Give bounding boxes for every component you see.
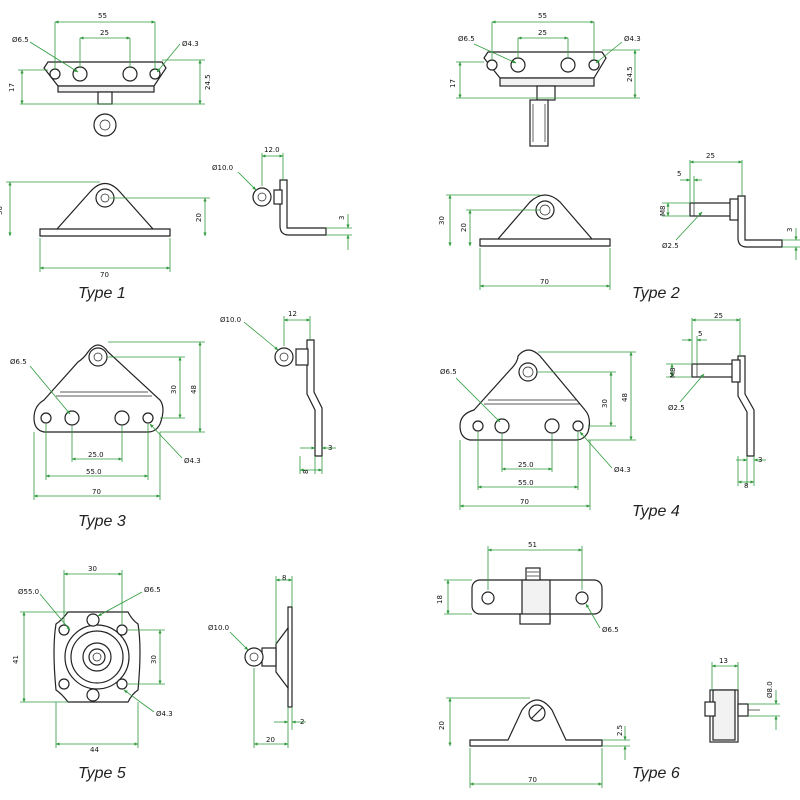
dim-text: 2.5 xyxy=(616,725,624,736)
dim-text: Ø10.0 xyxy=(212,164,233,172)
dim-text: 8 xyxy=(302,470,310,474)
type-3-group: Ø6.5 30 48 25.0 55.0 Ø4.3 70 12 Ø10.0 xyxy=(10,310,336,530)
type-5-side-view: 8 Ø10.0 2 20 xyxy=(208,574,306,748)
dim-text: Ø10.0 xyxy=(208,624,229,632)
dim-text: Ø6.5 xyxy=(10,358,27,366)
dim-text: M8 xyxy=(669,368,677,379)
dim-text: Ø6.5 xyxy=(440,368,457,376)
dim-text: Ø6.5 xyxy=(12,36,29,44)
dim-text: 51 xyxy=(528,541,537,549)
dim-text: 70 xyxy=(100,271,109,279)
dim-text: 3 xyxy=(786,228,794,232)
dim-text: 48 xyxy=(621,393,629,402)
type-4-plate: Ø6.5 30 48 25.0 55.0 Ø4.3 70 xyxy=(440,349,636,510)
type-1-side-view: 12.0 Ø10.0 3 xyxy=(212,146,352,250)
type-6-front-view: 20 2.5 70 xyxy=(438,697,630,788)
dim-text: 2 xyxy=(300,718,304,726)
dim-text: 70 xyxy=(528,776,537,784)
dim-text: 18 xyxy=(436,595,444,604)
dim-text: 30 xyxy=(0,206,4,215)
type-2-side-view: 25 5 M8 Ø2.5 3 xyxy=(659,152,800,260)
type-2-front-view: 30 20 70 xyxy=(438,194,611,290)
dim-text: Ø4.3 xyxy=(614,466,631,474)
dim-text: 30 xyxy=(601,399,609,408)
dim-text: 5 xyxy=(698,330,702,338)
dim-text: 24.5 xyxy=(204,74,212,90)
dim-text: 20 xyxy=(438,721,446,730)
dim-text: 25 xyxy=(706,152,715,160)
dim-text: Ø6.5 xyxy=(144,586,161,594)
dim-text: 20 xyxy=(460,223,468,232)
dim-text: 8 xyxy=(744,482,748,490)
type-4-label: Type 4 xyxy=(632,503,680,520)
dim-text: 25 xyxy=(538,29,547,37)
dim-text: 25 xyxy=(714,312,723,320)
type-5-label: Type 5 xyxy=(78,765,126,782)
dim-text: 20 xyxy=(266,736,275,744)
type-1-front-view: 30 20 70 xyxy=(0,181,210,279)
dim-text: 70 xyxy=(520,498,529,506)
dim-text: 44 xyxy=(90,746,99,754)
dim-text: Ø2.5 xyxy=(668,404,685,412)
dim-text: 30 xyxy=(150,655,158,664)
type-5-group: 30 Ø55.0 Ø6.5 41 30 Ø4.3 44 8 Ø10.0 xyxy=(12,565,306,782)
type-1-group: 55 25 Ø6.5 Ø4.3 17 24.5 30 20 70 xyxy=(0,12,352,302)
type-5-plate: 30 Ø55.0 Ø6.5 41 30 Ø4.3 44 xyxy=(12,565,173,754)
dim-text: 3 xyxy=(328,444,332,452)
dim-text: 30 xyxy=(88,565,97,573)
type-4-side-view: 25 5 M8 Ø2.5 3 8 xyxy=(666,312,766,490)
dim-text: Ø6.5 xyxy=(602,626,619,634)
type-6-group: 51 18 Ø6.5 20 2.5 70 xyxy=(436,541,780,788)
dim-text: 55 xyxy=(98,12,107,20)
type-3-label: Type 3 xyxy=(78,513,126,530)
dim-text: 70 xyxy=(540,278,549,286)
dim-text: 70 xyxy=(92,488,101,496)
dim-text: 17 xyxy=(449,79,457,88)
dim-text: 5 xyxy=(677,170,681,178)
type-3-side-view: 12 Ø10.0 3 8 xyxy=(220,310,336,474)
type-1-top-view: 55 25 Ø6.5 Ø4.3 17 24.5 xyxy=(8,12,212,137)
dim-text: Ø55.0 xyxy=(18,588,39,596)
dim-text: 17 xyxy=(8,83,16,92)
type-3-plate: Ø6.5 30 48 25.0 55.0 Ø4.3 70 xyxy=(10,341,205,500)
type-6-top-view: 51 18 Ø6.5 xyxy=(436,541,619,634)
dim-text: M8 xyxy=(659,206,667,217)
dim-text: 41 xyxy=(12,655,20,664)
dim-text: Ø2.5 xyxy=(662,242,679,250)
type-6-label: Type 6 xyxy=(632,765,680,782)
dim-text: Ø10.0 xyxy=(220,316,241,324)
dim-text: 8 xyxy=(282,574,286,582)
type-2-group: 55 25 Ø6.5 Ø4.3 17 24.5 30 20 70 xyxy=(438,12,800,302)
dim-text: 25.0 xyxy=(88,451,104,459)
dim-text: Ø8.0 xyxy=(766,681,774,698)
dim-text: 48 xyxy=(190,385,198,394)
dim-text: Ø6.5 xyxy=(458,35,475,43)
dim-text: Ø4.3 xyxy=(156,710,173,718)
dim-text: 55.0 xyxy=(86,468,102,476)
dim-text: 25 xyxy=(100,29,109,37)
type-2-top-view: 55 25 Ø6.5 Ø4.3 17 24.5 xyxy=(449,12,641,147)
dim-text: Ø4.3 xyxy=(182,40,199,48)
dim-text: 3 xyxy=(758,456,762,464)
dim-text: Ø4.3 xyxy=(184,457,201,465)
dim-text: 55 xyxy=(538,12,547,20)
dim-text: 24.5 xyxy=(626,66,634,82)
dim-text: 12.0 xyxy=(264,146,280,154)
dim-text: 30 xyxy=(170,385,178,394)
type-2-label: Type 2 xyxy=(632,285,680,302)
dim-text: 3 xyxy=(338,216,346,220)
dim-text: 25.0 xyxy=(518,461,534,469)
dim-text: 20 xyxy=(195,213,203,222)
type-6-side-view: 13 Ø8.0 xyxy=(704,657,780,743)
dim-text: 13 xyxy=(719,657,728,665)
type-4-group: Ø6.5 30 48 25.0 55.0 Ø4.3 70 xyxy=(440,312,766,520)
dim-text: 12 xyxy=(288,310,297,318)
dim-text: Ø4.3 xyxy=(624,35,641,43)
type-1-label: Type 1 xyxy=(78,285,126,302)
dim-text: 55.0 xyxy=(518,479,534,487)
dim-text: 30 xyxy=(438,216,446,225)
